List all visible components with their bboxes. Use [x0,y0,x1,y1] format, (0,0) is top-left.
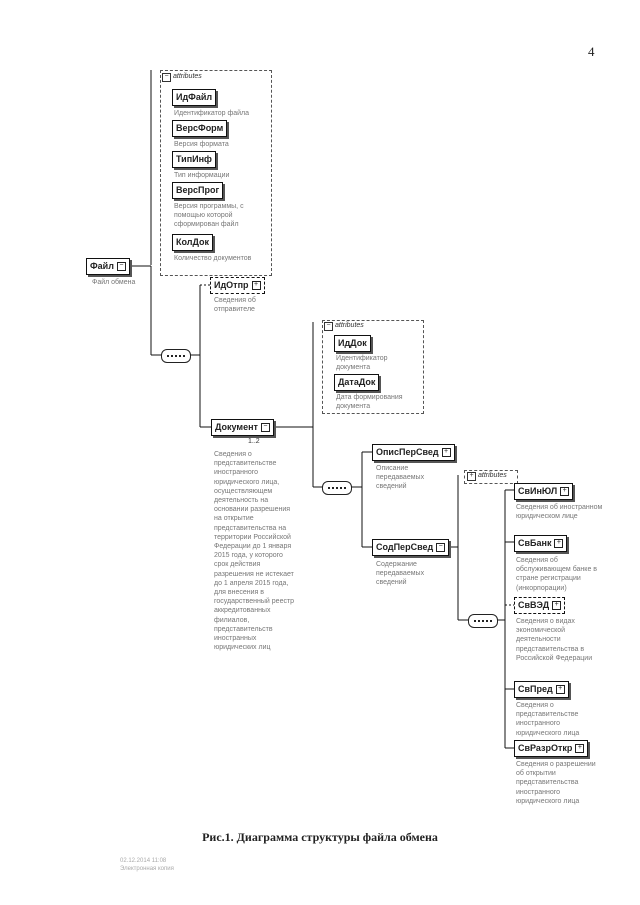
sequence-compositor-icon [468,614,498,628]
attr-versprog[interactable]: ВерсПрог [172,182,224,199]
expand-icon[interactable]: + [575,744,585,754]
node-svrazrotkr[interactable]: СвРазрОткр+ [514,740,589,757]
node-svinul-desc: Сведения об иностранном юридическом лице [516,504,603,521]
expand-icon[interactable]: + [560,487,570,497]
expand-icon[interactable]: + [467,472,476,481]
node-svpred[interactable]: СвПред+ [514,681,569,698]
node-idotpr-desc: Сведения об отправителе [214,297,256,314]
collapse-icon[interactable]: − [324,322,333,331]
node-svbank-desc: Сведения об обслуживающем банке в стране… [516,557,597,592]
document-attributes-box [322,320,424,414]
collapse-icon[interactable]: − [162,73,171,82]
attr-idfail-desc: Идентификатор файла [174,110,250,117]
expand-icon[interactable]: + [251,281,261,291]
root-attributes-header[interactable]: −attributes [162,73,202,82]
node-opisperved-desc: Описание передаваемых сведений [376,465,425,491]
node-idotpr[interactable]: ИдОтпр+ [210,277,265,294]
node-sodperved[interactable]: СодПерСвед− [372,539,450,556]
sodperved-attributes-header[interactable]: +attributes [467,472,507,481]
attr-koldok-desc: Количество документов [174,255,252,262]
attr-versform-desc: Версия формата [174,141,229,148]
node-document[interactable]: Документ− [211,419,274,436]
expand-icon[interactable]: − [260,423,270,433]
attr-datadok[interactable]: ДатаДок [334,374,380,391]
sodperved-attributes-box [464,470,518,484]
node-svved[interactable]: СвВЭД+ [514,597,566,614]
expand-icon[interactable]: + [554,539,564,549]
attr-koldok[interactable]: КолДок [172,234,214,251]
node-svved-desc: Сведения о видах экономической деятельно… [516,618,593,662]
sequence-compositor-icon [322,481,352,495]
expand-icon[interactable]: − [436,543,446,553]
page-number: 4 [588,44,595,59]
stamp-line-1: 02.12.2014 11:08 [120,858,167,864]
node-opisperved[interactable]: ОписПерСвед+ [372,444,455,461]
attr-datadok-desc: Дата формирования документа [336,394,403,411]
root-node-desc: Файл обмена [92,279,136,286]
document-attributes-header[interactable]: −attributes [324,322,364,331]
attr-versprog-desc: Версия программы, с помощью которой сфор… [174,203,244,229]
attr-iddok-desc: Идентификатор документа [336,355,388,372]
attr-tipinf-desc: Тип информации [174,172,230,179]
attr-versform[interactable]: ВерсФорм [172,120,228,137]
node-svinul[interactable]: СвИнЮЛ+ [514,483,574,500]
node-document-desc: Сведения о представительстве иностранног… [214,451,295,652]
attr-iddok[interactable]: ИдДок [334,335,371,352]
attr-tipinf[interactable]: ТипИнф [172,151,216,168]
node-svpred-desc: Сведения о представительстве иностранног… [516,702,580,737]
expand-icon[interactable]: + [555,685,565,695]
root-attributes-box [160,70,272,276]
expand-icon[interactable]: + [441,448,451,458]
expand-icon[interactable]: + [552,601,562,611]
stamp-line-2: Электронная копия [120,866,174,872]
node-svbank[interactable]: СвБанк+ [514,535,568,552]
root-node-fail[interactable]: Файл− [86,258,130,275]
document-multiplicity: 1..2 [248,438,260,445]
figure-caption: Рис.1. Диаграмма структуры файла обмена [202,830,438,844]
sequence-compositor-icon [161,349,191,363]
node-sodperved-desc: Содержание передаваемых сведений [376,561,425,587]
node-svrazrotkr-desc: Сведения о разрешении об открытии предст… [516,761,596,805]
expand-icon[interactable]: − [116,262,126,272]
attr-idfail[interactable]: ИдФайл [172,89,217,106]
